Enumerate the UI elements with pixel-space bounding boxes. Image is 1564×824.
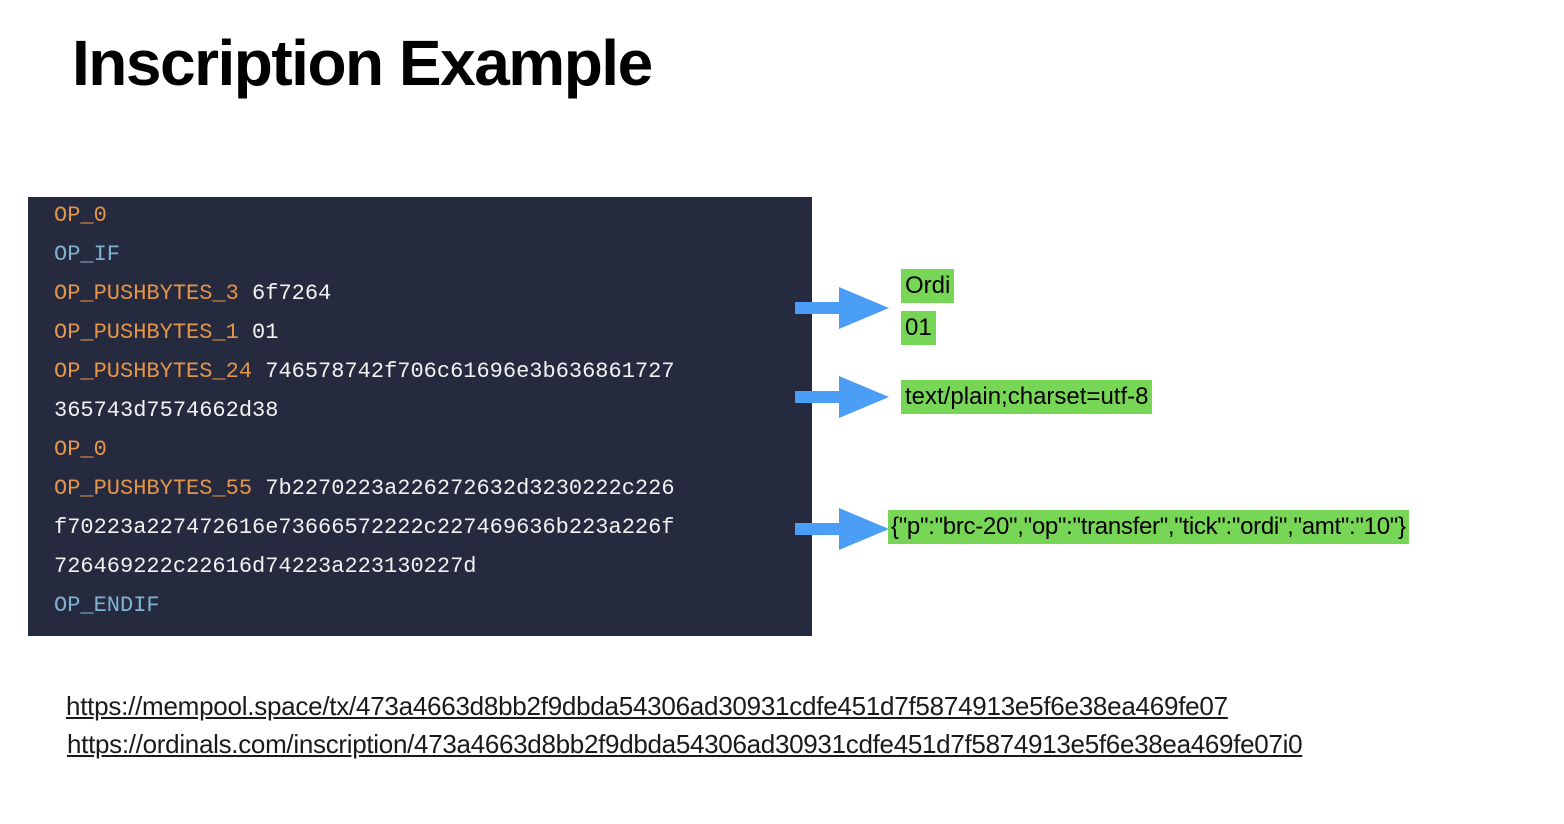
code-line: OP_0 bbox=[54, 203, 107, 229]
code-value: 726469222c22616d74223a223130227d bbox=[54, 554, 477, 579]
code-value: 01 bbox=[238, 320, 279, 345]
opcode: OP_ENDIF bbox=[54, 593, 160, 618]
mempool-link[interactable]: https://mempool.space/tx/473a4663d8bb2f9… bbox=[66, 691, 1228, 721]
code-line: f70223a227472616e73666572222c227469636b2… bbox=[54, 515, 675, 541]
code-line: OP_0 bbox=[54, 437, 107, 463]
code-line: OP_PUSHBYTES_24 746578742f706c61696e3b63… bbox=[54, 359, 675, 385]
code-line: 365743d7574662d38 bbox=[54, 398, 278, 424]
arrow-right-icon bbox=[795, 508, 889, 550]
opcode: OP_0 bbox=[54, 437, 107, 462]
code-value: 6f7264 bbox=[238, 281, 332, 306]
code-line: OP_ENDIF bbox=[54, 593, 160, 619]
ordinals-link[interactable]: https://ordinals.com/inscription/473a466… bbox=[67, 729, 1303, 759]
opcode: OP_PUSHBYTES_3 bbox=[54, 281, 239, 306]
code-value: 746578742f706c61696e3b636861727 bbox=[252, 359, 675, 384]
code-line: OP_PUSHBYTES_3 6f7264 bbox=[54, 281, 331, 307]
opcode: OP_0 bbox=[54, 203, 107, 228]
label-ordi: Ordi bbox=[901, 269, 955, 303]
code-value: f70223a227472616e73666572222c227469636b2… bbox=[54, 515, 675, 540]
opcode: OP_PUSHBYTES_55 bbox=[54, 476, 253, 501]
label-content-type: text/plain;charset=utf-8 bbox=[901, 380, 1153, 414]
opcode: OP_PUSHBYTES_24 bbox=[54, 359, 253, 384]
slide-title: Inscription Example bbox=[72, 27, 653, 99]
label-version: 01 bbox=[901, 311, 936, 345]
label-payload: {"p":"brc-20","op":"transfer","tick":"or… bbox=[888, 510, 1409, 544]
opcode: OP_IF bbox=[54, 242, 121, 267]
code-line: OP_PUSHBYTES_1 01 bbox=[54, 320, 278, 346]
arrow-right-icon bbox=[795, 287, 889, 329]
code-line: 726469222c22616d74223a223130227d bbox=[54, 554, 476, 580]
arrow-right-icon bbox=[795, 376, 889, 418]
code-line: OP_IF bbox=[54, 242, 120, 268]
code-value: 7b2270223a226272632d3230222c226 bbox=[252, 476, 675, 501]
opcode: OP_PUSHBYTES_1 bbox=[54, 320, 239, 345]
code-value: 365743d7574662d38 bbox=[54, 398, 279, 423]
code-line: OP_PUSHBYTES_55 7b2270223a226272632d3230… bbox=[54, 476, 675, 502]
script-code-panel: OP_0 OP_IF OP_PUSHBYTES_3 6f7264 OP_PUSH… bbox=[28, 197, 812, 636]
